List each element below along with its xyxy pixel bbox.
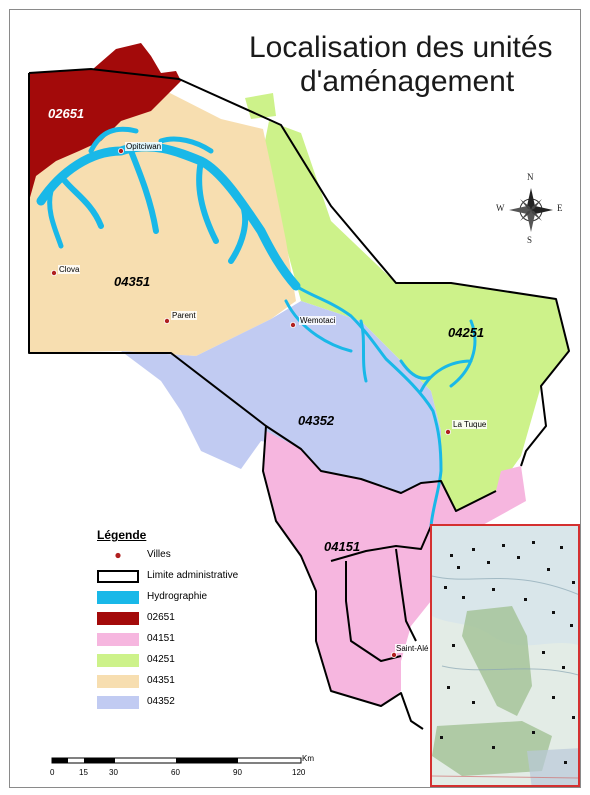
inset-map bbox=[430, 524, 580, 787]
city-label-wemotaci: Wemotaci bbox=[299, 316, 337, 325]
compass-letter-s: S bbox=[527, 235, 533, 245]
legend-swatch-04351 bbox=[97, 675, 139, 688]
city-markers bbox=[51, 147, 451, 659]
unit-04151-region bbox=[263, 431, 526, 706]
scale-unit-label: Km bbox=[302, 754, 314, 763]
legend-swatch-outline bbox=[97, 570, 139, 583]
legend-item-villes: Villes bbox=[97, 546, 287, 567]
inset-map-canvas bbox=[432, 526, 578, 785]
city-label-la-tuque: La Tuque bbox=[452, 420, 488, 429]
legend-item-04352: 04352 bbox=[97, 693, 287, 714]
scale-tick-120: 120 bbox=[292, 768, 306, 777]
legend-swatch-04251 bbox=[97, 654, 139, 667]
legend-title: Légende bbox=[97, 528, 147, 542]
map-title-line-1: Localisation des unités bbox=[249, 31, 553, 64]
city-label-parent: Parent bbox=[171, 311, 197, 320]
city-label-saint-ale: Saint-Alé bbox=[395, 644, 430, 653]
unit-04251-region bbox=[263, 121, 569, 511]
unit-label-04351: 04351 bbox=[114, 274, 151, 289]
compass-rose-icon bbox=[509, 188, 553, 232]
legend: Légende Villes Limite administrative Hyd… bbox=[97, 528, 287, 714]
legend-item-limite-administrative: Limite administrative bbox=[97, 567, 287, 588]
city-label-clova: Clova bbox=[58, 265, 81, 274]
hydrography-network bbox=[36, 126, 477, 528]
legend-item-label: 04351 bbox=[147, 675, 175, 686]
compass-letter-e: E bbox=[557, 203, 563, 213]
administrative-boundaries bbox=[28, 68, 570, 730]
legend-item-label: 02651 bbox=[147, 612, 175, 623]
scale-tick-30: 30 bbox=[109, 768, 118, 777]
unit-04352-region bbox=[121, 301, 441, 493]
scale-tick-0: 0 bbox=[50, 768, 55, 777]
legend-item-label: Hydrographie bbox=[147, 591, 208, 602]
legend-item-04151: 04151 bbox=[97, 630, 287, 651]
legend-item-hydrographie: Hydrographie bbox=[97, 588, 287, 609]
unit-label-04352: 04352 bbox=[298, 413, 335, 428]
legend-item-label: 04151 bbox=[147, 633, 175, 644]
legend-item-label: 04251 bbox=[147, 654, 175, 665]
legend-swatch-02651 bbox=[97, 612, 139, 625]
legend-item-label: 04352 bbox=[147, 696, 175, 707]
legend-item-04251: 04251 bbox=[97, 651, 287, 672]
legend-item-label: Limite administrative bbox=[147, 570, 239, 581]
legend-swatch-hydrographie bbox=[97, 591, 139, 604]
unit-label-04251: 04251 bbox=[448, 325, 485, 340]
city-point-icon bbox=[115, 552, 121, 559]
unit-02651-region bbox=[29, 43, 181, 201]
legend-swatch-04352 bbox=[97, 696, 139, 709]
map-title-line-2: d'aménagement bbox=[300, 65, 515, 98]
city-marker-wemotaci bbox=[289, 321, 296, 328]
legend-swatch-04151 bbox=[97, 633, 139, 646]
legend-item-04351: 04351 bbox=[97, 672, 287, 693]
city-marker-clova bbox=[51, 269, 58, 276]
legend-item-label: Villes bbox=[147, 549, 171, 560]
city-marker-la-tuque bbox=[444, 428, 451, 435]
scale-tick-15: 15 bbox=[79, 768, 88, 777]
scale-tick-60: 60 bbox=[171, 768, 180, 777]
map-canvas bbox=[28, 43, 570, 764]
compass-letter-n: N bbox=[527, 172, 534, 182]
city-label-opitciwan: Opitciwan bbox=[125, 142, 163, 151]
map-frame: Localisation des unités d'aménagement 02… bbox=[9, 9, 581, 788]
city-marker-opitciwan bbox=[118, 147, 125, 154]
unit-label-04151: 04151 bbox=[324, 539, 361, 554]
unit-label-02651: 02651 bbox=[48, 106, 85, 121]
compass-letter-w: W bbox=[496, 203, 505, 213]
scale-tick-90: 90 bbox=[233, 768, 242, 777]
legend-item-02651: 02651 bbox=[97, 609, 287, 630]
scale-bar bbox=[51, 757, 302, 764]
city-marker-saint-ale bbox=[390, 652, 397, 659]
city-marker-parent bbox=[163, 317, 170, 324]
